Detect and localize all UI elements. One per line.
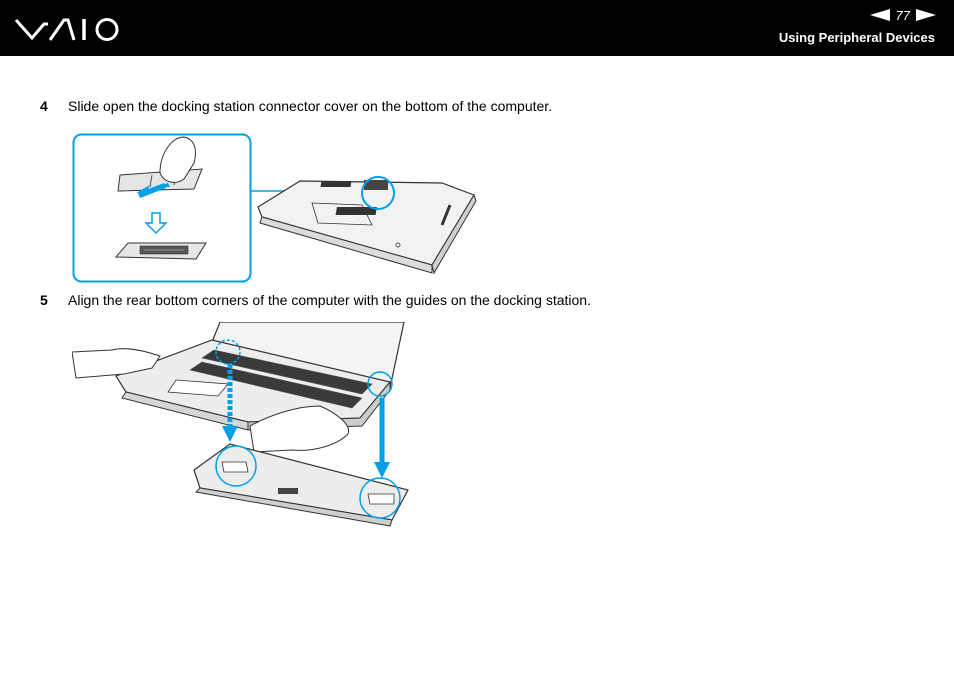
step-text: Align the rear bottom corners of the com… [68, 292, 591, 308]
triangle-right-icon[interactable] [916, 9, 936, 21]
page-number: 77 [895, 7, 910, 23]
page-navigation: 77 [869, 6, 936, 24]
triangle-left-icon[interactable] [869, 9, 890, 21]
connector-cover-illustration [72, 133, 492, 290]
step-number: 5 [40, 292, 48, 308]
step-text: Slide open the docking station connector… [68, 98, 553, 114]
step-number: 4 [40, 98, 48, 114]
step-5: 5 Align the rear bottom corners of the co… [40, 291, 591, 309]
page-header: 77 Using Peripheral Devices [0, 0, 954, 56]
section-title: Using Peripheral Devices [778, 30, 935, 45]
step-4: 4 Slide open the docking station connecto… [40, 97, 552, 115]
docking-alignment-illustration [71, 321, 432, 537]
vaio-logo [14, 14, 124, 49]
